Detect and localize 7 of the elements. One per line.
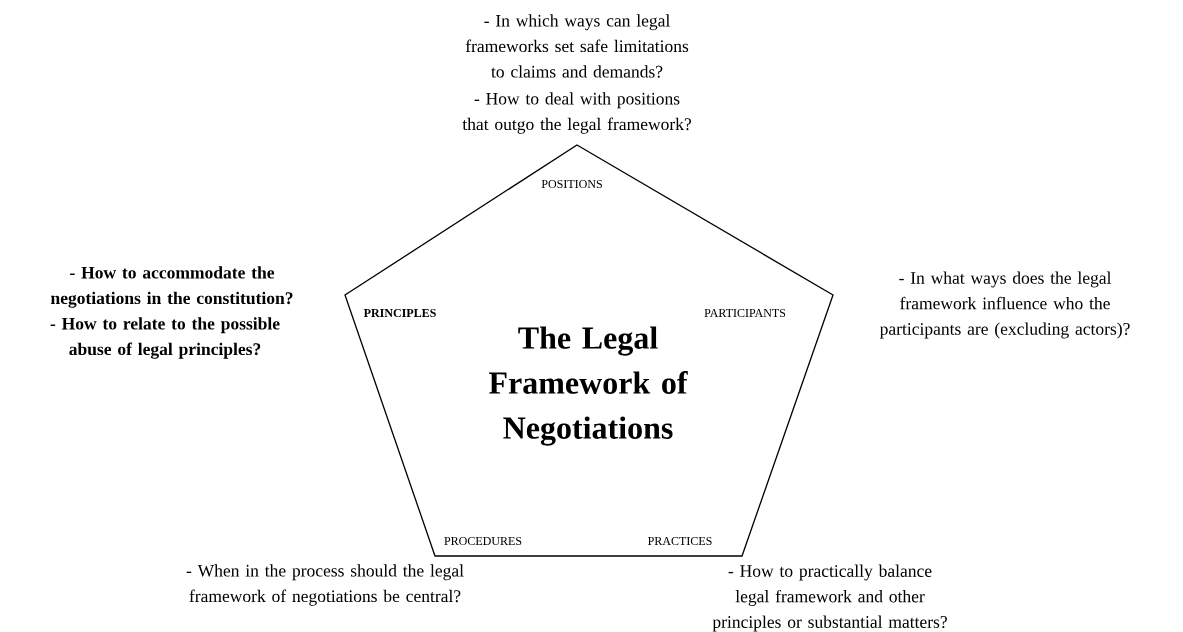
question-text: - How to practically balance legal framework and other principles or substantial matters? xyxy=(712,564,947,632)
question-text: - How to accommodate the negotiations in the constitution? xyxy=(50,266,293,308)
question-text: - In which ways can legal frameworks set safe limitations to claims and demands? xyxy=(465,14,689,78)
question-text: - How to relate to the possible abuse of legal principles? xyxy=(50,317,280,359)
pentagon: POSITIONS PRINCIPLES PARTICIPANTS The Legal Framework of Negotiations PROCEDURES PRACTICES xyxy=(344,144,834,557)
question-text: - When in the process should the legal framework of negotiations be central? xyxy=(186,564,464,606)
question-text: - In what ways does the legal framework influence who the participants are (excluding actors)? xyxy=(879,271,1130,339)
